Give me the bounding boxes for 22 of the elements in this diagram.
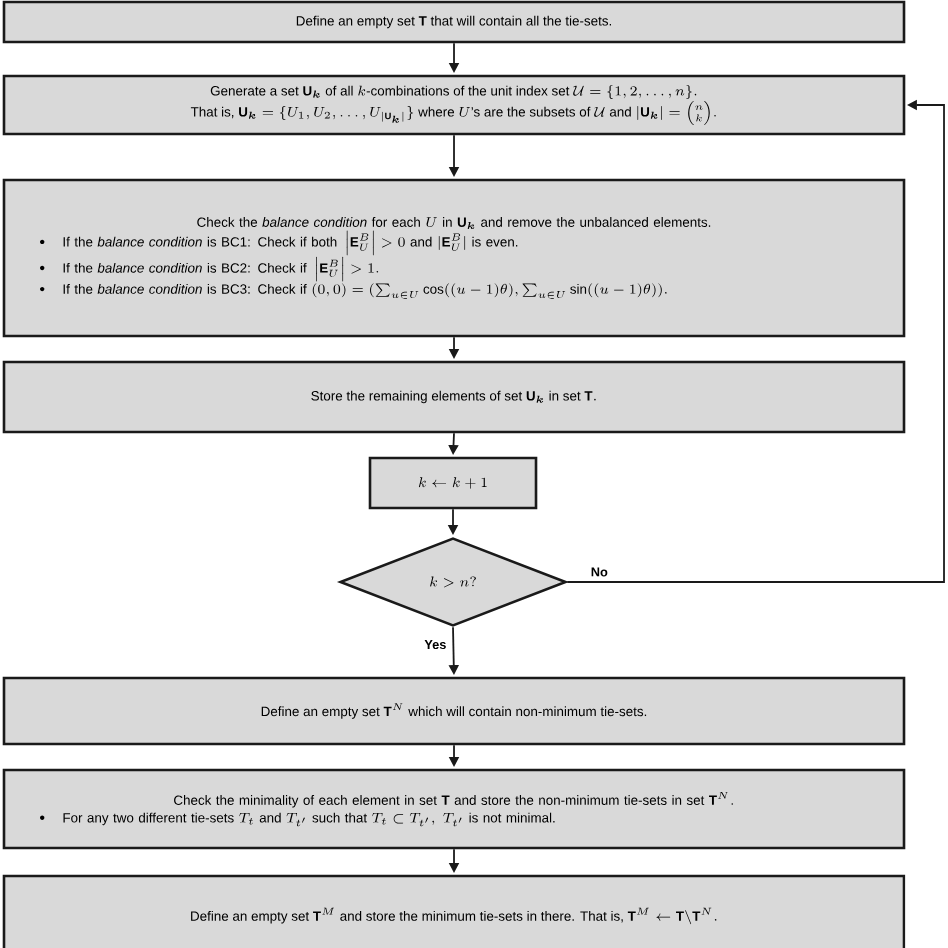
step-text: $k > n?$ (430, 576, 476, 588)
step-text: $\text{Define an empty set } \mathbf{T} \text{ that will contain all the tie-sets.}$ (296, 15, 612, 29)
step-text: $\text{If the \textit{balance condition} is BC1: Check if both } \left|\mathbf{E}_U^B\right| > 0 \text{ and } |\mathbf{E}_U^B| \text{ is even.}$ (63, 230, 518, 256)
process-box (2, 0, 906, 44)
step-text: $\text{For any two different tie-sets } T_t \text{ and } T_{t'} \text{ such that } T_t \subset T_{t'},\ T_{t'} \text{ is not minimal.}$ (63, 812, 555, 827)
process-box (2, 74, 906, 136)
step-text: $\text{Define an empty set } \mathbf{T}^M \text{ and store the minimum tie-sets in there. That is, } \mathbf{T}^M \leftarrow \mathbf{T}\backslash\mathbf{T}^N.$ (191, 907, 717, 925)
step-text: $\text{If the \textit{balance condition} is BC3: Check if } (0,0) = (\sum_{u\in U}\cos((u-1)\theta), \sum_{u\in U}\sin((u-1)\theta)).$ (63, 283, 667, 299)
step-text: $\text{If the \textit{balance condition} is BC2: Check if } \left|\mathbf{E}_U^B\right| > 1.$ (63, 256, 379, 282)
step-text: $\text{That is, } \mathbf{U}_{\boldsymbol{k}} = \{U_1, U_2, \ldots, U_{|\mathbf{U}_{\boldsymbol{k}}|}\} \text{ where } U\text{'s are the subsets of } \mathcal{U} \text{ and } |\mathbf{U}_{\boldsymbol{k}}| = \binom{n}{k}.$ (190, 100, 716, 125)
step-text: $k \leftarrow k+1$ (418, 477, 487, 489)
step-text: $\text{Define an empty set } \mathbf{T}^N \text{ which will contain non-minimum tie-sets.}$ (261, 703, 647, 719)
process-box (368, 456, 538, 510)
step-text: $\text{Check the minimality of each element in set } \mathbf{T} \text{ and store the non-minimum tie-sets in set } \mathbf{T}^N.$ (174, 791, 734, 808)
step-text: $\text{Generate a set } \mathbf{U}_{\boldsymbol{k}} \text{ of all } k\text{-combinations of the unit index set } \mathcal{U} = \{1,2,\ldots,n\}.$ (210, 84, 697, 99)
process-box (2, 676, 906, 746)
process-box (2, 360, 906, 434)
step-text: $\text{Check the \textit{balance condition} for each } U \text{ in } \mathbf{U}_{\boldsymbol{k}} \text{ and remove the unbalanced elements.}$ (197, 217, 711, 230)
process-box (2, 874, 906, 948)
process-box (2, 768, 906, 850)
process-box (2, 178, 906, 338)
step-text: $\text{Store the remaining elements of set } \mathbf{U}_{\boldsymbol{k}} \text{ in set } \mathbf{T}.$ (311, 390, 596, 404)
